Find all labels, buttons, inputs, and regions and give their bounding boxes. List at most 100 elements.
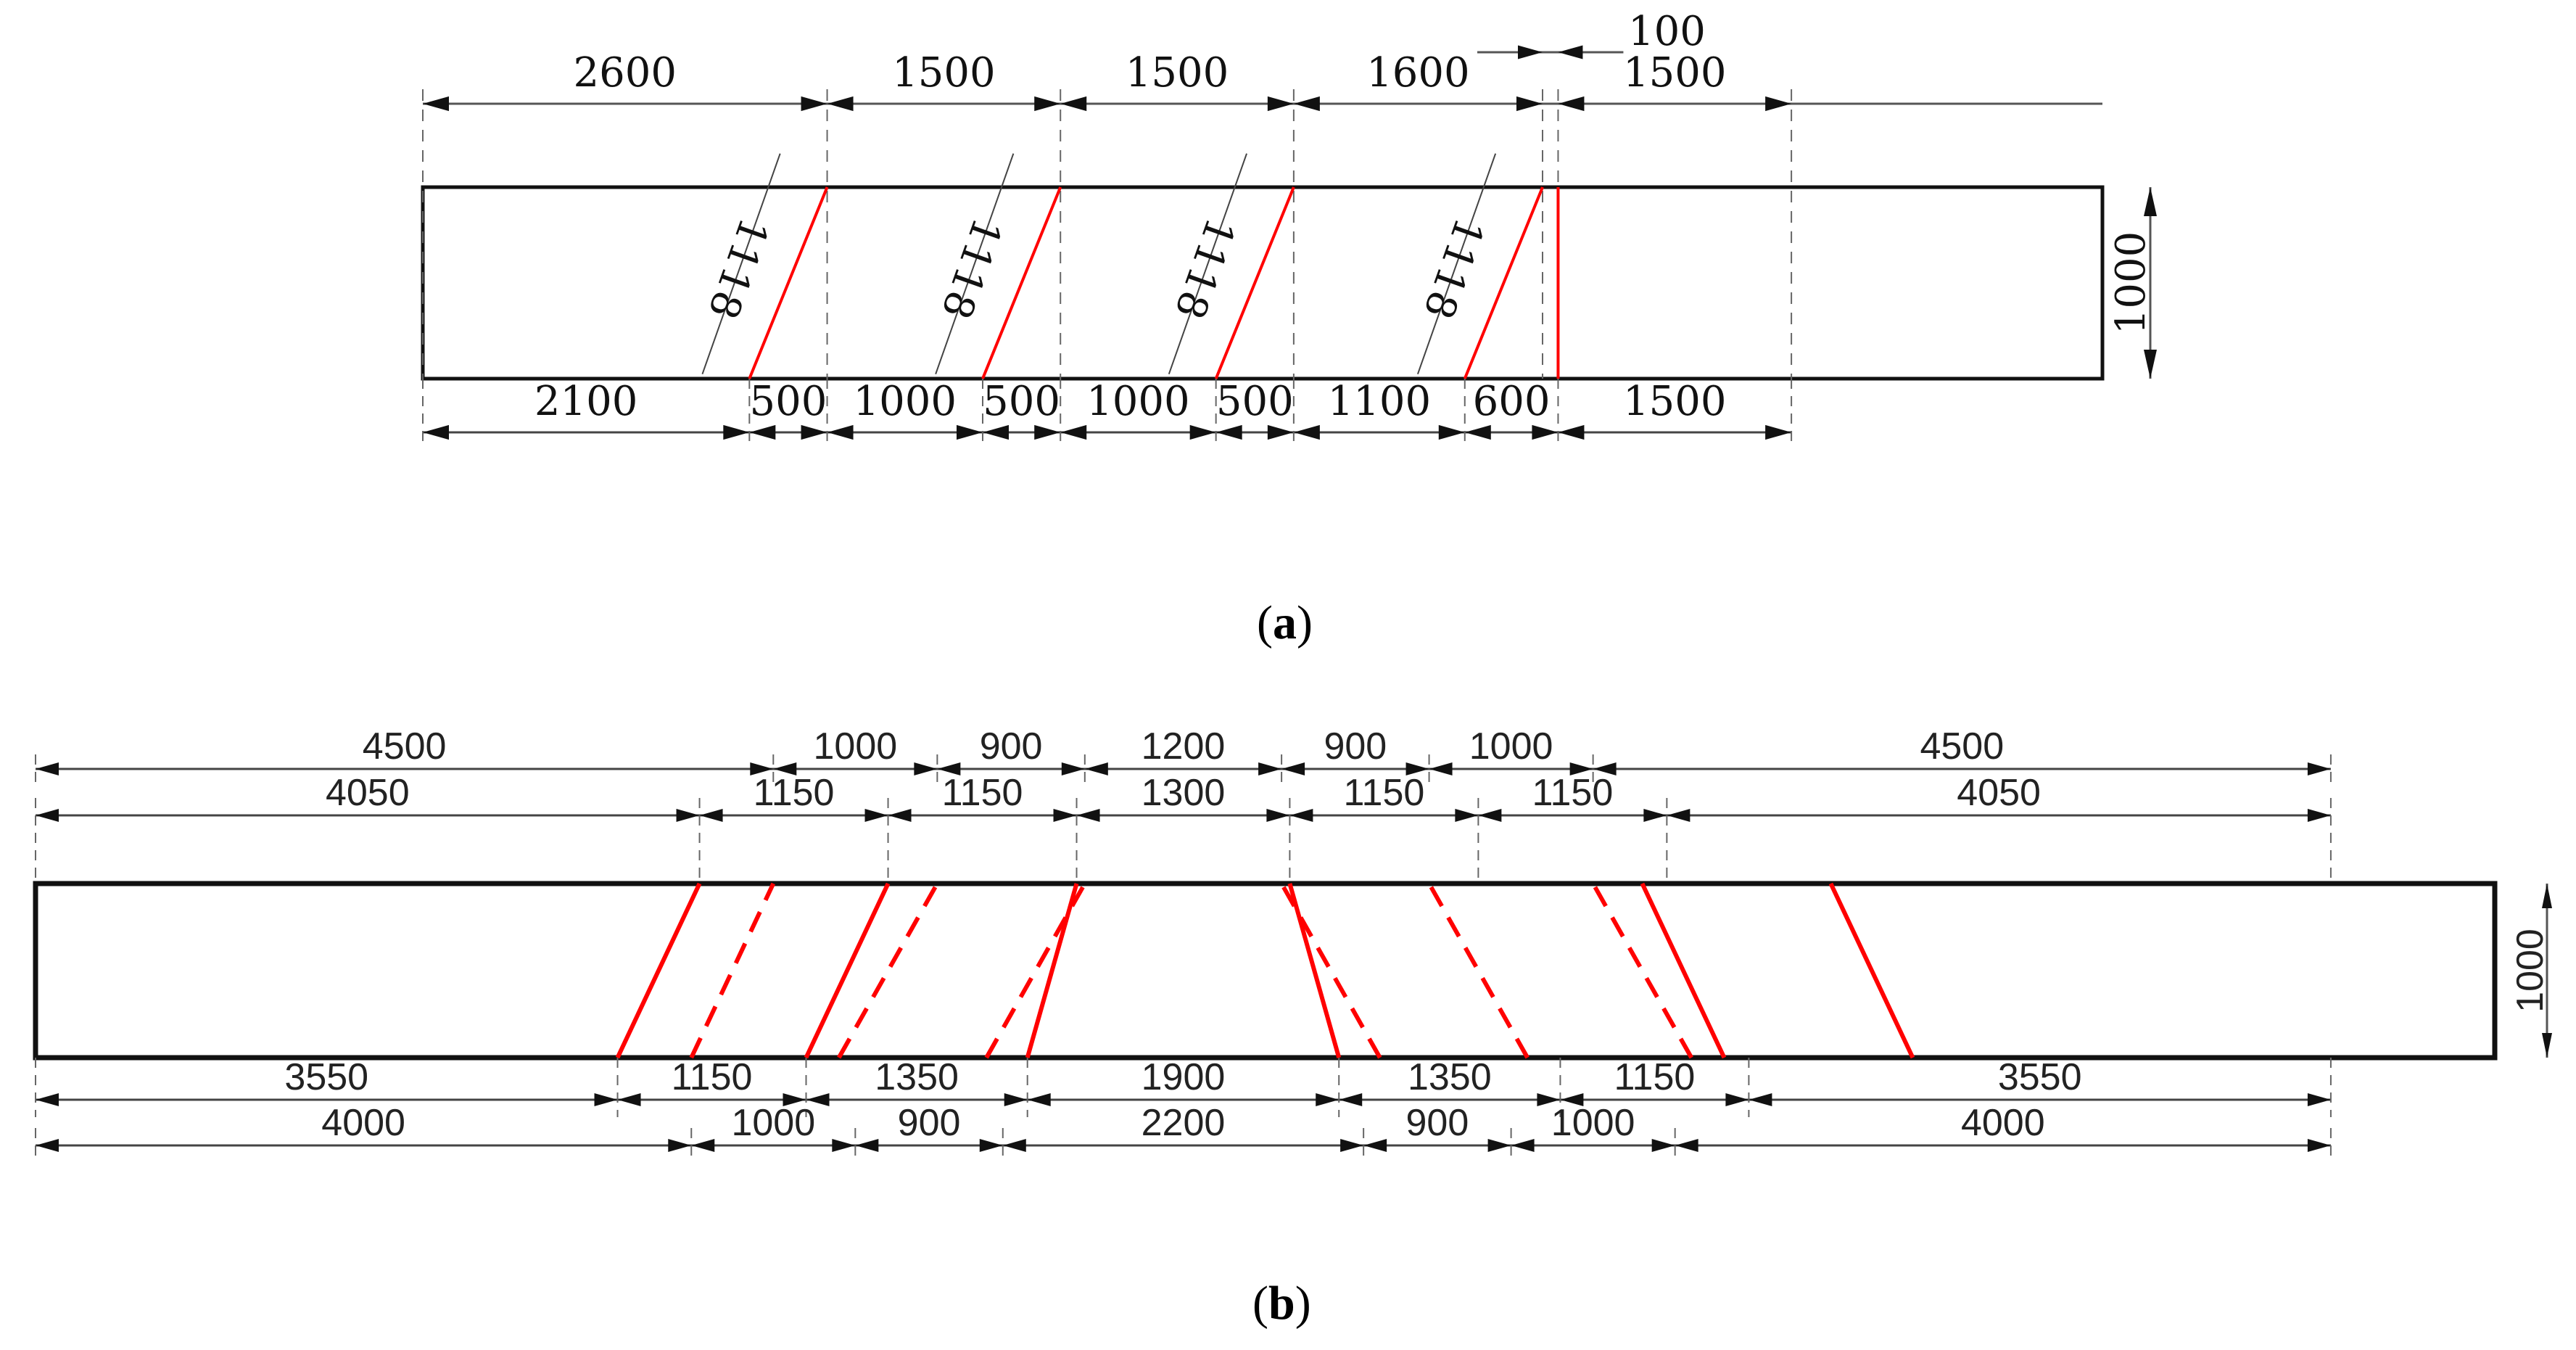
- dimension-label: 4000: [1961, 1102, 2045, 1144]
- crack-line: [1640, 882, 1727, 1059]
- beam-outline: [421, 185, 2105, 381]
- dimension-label: 600: [1473, 378, 1551, 425]
- arrowhead-icon: [1537, 1093, 1561, 1106]
- inclined-dimension-line: [1168, 153, 1247, 374]
- arrowhead-icon: [1340, 1139, 1364, 1152]
- arrowhead-icon: [801, 424, 827, 440]
- dimension-label: 1900: [1142, 1056, 1226, 1098]
- arrowhead-icon: [1281, 762, 1305, 775]
- dimension-label: 500: [749, 378, 827, 425]
- dimension-label: 100: [1628, 8, 1706, 55]
- arrowhead-icon: [1593, 762, 1617, 775]
- dimension-label: 2200: [1142, 1102, 1226, 1144]
- arrowhead-icon: [1267, 424, 1294, 440]
- caption-a: (a): [1257, 596, 1313, 649]
- crack-line-dashed: [689, 882, 776, 1059]
- caption-b: (b): [1252, 1277, 1311, 1330]
- dimension-label: 4050: [326, 772, 410, 814]
- arrowhead-icon: [983, 424, 1009, 440]
- arrowhead-icon: [1267, 96, 1294, 112]
- arrowhead-icon: [1651, 1139, 1675, 1152]
- arrowhead-icon: [1558, 96, 1585, 112]
- arrowhead-icon: [1558, 45, 1583, 59]
- dimension-label: 4500: [1920, 725, 2004, 767]
- arrowhead-icon: [1266, 809, 1290, 822]
- arrowhead-icon: [1765, 96, 1792, 112]
- arrowhead-icon: [1034, 424, 1061, 440]
- dimension-label: 2100: [534, 378, 638, 425]
- crack-line: [615, 882, 702, 1059]
- arrowhead-icon: [1765, 424, 1792, 440]
- crack-line-dashed: [1591, 882, 1693, 1059]
- arrowhead-icon: [2307, 809, 2331, 822]
- arrowhead-icon: [1516, 96, 1543, 112]
- arrowhead-icon: [1478, 809, 1502, 822]
- arrowhead-icon: [36, 1139, 59, 1152]
- arrowhead-icon: [1339, 1093, 1363, 1106]
- arrowhead-icon: [423, 96, 449, 112]
- dimension-label: 4500: [363, 725, 447, 767]
- dimension-label: 1000: [1551, 1102, 1635, 1144]
- arrowhead-icon: [773, 762, 797, 775]
- height-label: 1000: [2509, 929, 2551, 1013]
- arrowhead-icon: [1438, 424, 1465, 440]
- arrowhead-icon: [2144, 350, 2157, 379]
- arrowhead-icon: [36, 1093, 59, 1106]
- arrowhead-icon: [1060, 96, 1087, 112]
- arrowhead-icon: [1518, 45, 1543, 59]
- dimension-label: 1000: [813, 725, 897, 767]
- arrowhead-icon: [855, 1139, 879, 1152]
- arrowhead-icon: [827, 96, 854, 112]
- arrowhead-icon: [783, 1093, 806, 1106]
- arrowhead-icon: [1060, 424, 1087, 440]
- inclined-dimension-line: [701, 153, 781, 374]
- inclined-length-label: 1118: [1414, 212, 1493, 325]
- dimension-label: 1000: [1469, 725, 1553, 767]
- arrowhead-icon: [594, 1093, 618, 1106]
- dimension-label: 1600: [1366, 49, 1470, 96]
- dimension-label: 4050: [1957, 772, 2041, 814]
- arrowhead-icon: [1558, 424, 1585, 440]
- arrowhead-icon: [1464, 424, 1491, 440]
- arrowhead-icon: [1258, 762, 1282, 775]
- arrowhead-icon: [699, 809, 723, 822]
- beam-outline: [33, 881, 2498, 1061]
- arrowhead-icon: [827, 424, 854, 440]
- arrowhead-icon: [1569, 762, 1593, 775]
- arrowhead-icon: [1667, 809, 1690, 822]
- crack-line: [804, 882, 891, 1059]
- arrowhead-icon: [801, 96, 827, 112]
- arrowhead-icon: [1675, 1139, 1698, 1152]
- dimension-label: 900: [898, 1102, 961, 1144]
- crack-line: [748, 186, 829, 379]
- crack-line: [1025, 883, 1079, 1058]
- inclined-length-label: 1118: [698, 212, 777, 325]
- arrowhead-icon: [1487, 1139, 1511, 1152]
- dimension-label: 1500: [1623, 49, 1727, 96]
- arrowhead-icon: [750, 762, 774, 775]
- arrowhead-icon: [864, 809, 888, 822]
- arrowhead-icon: [36, 809, 59, 822]
- arrowhead-icon: [1532, 424, 1559, 440]
- arrowhead-icon: [691, 1139, 715, 1152]
- crack-line: [1828, 882, 1915, 1059]
- dimension-label: 1350: [1408, 1056, 1492, 1098]
- dimension-label: 1500: [1623, 378, 1727, 425]
- arrowhead-icon: [1053, 809, 1077, 822]
- inclined-length-label: 1118: [932, 212, 1011, 325]
- dimension-label: 4000: [321, 1102, 405, 1144]
- crack-line-dashed: [1427, 882, 1530, 1059]
- arrowhead-icon: [1061, 762, 1085, 775]
- arrowhead-icon: [1643, 809, 1667, 822]
- dimension-label: 1150: [672, 1056, 753, 1098]
- arrowhead-icon: [979, 1139, 1003, 1152]
- arrowhead-icon: [2542, 1033, 2552, 1058]
- dimension-label: 1350: [875, 1056, 959, 1098]
- dimension-label: 1000: [854, 378, 957, 425]
- arrowhead-icon: [2144, 187, 2157, 216]
- crack-line-dashed: [837, 882, 939, 1059]
- crack-line: [1463, 186, 1544, 379]
- dimension-label: 1000: [731, 1102, 815, 1144]
- crack-line: [981, 186, 1062, 379]
